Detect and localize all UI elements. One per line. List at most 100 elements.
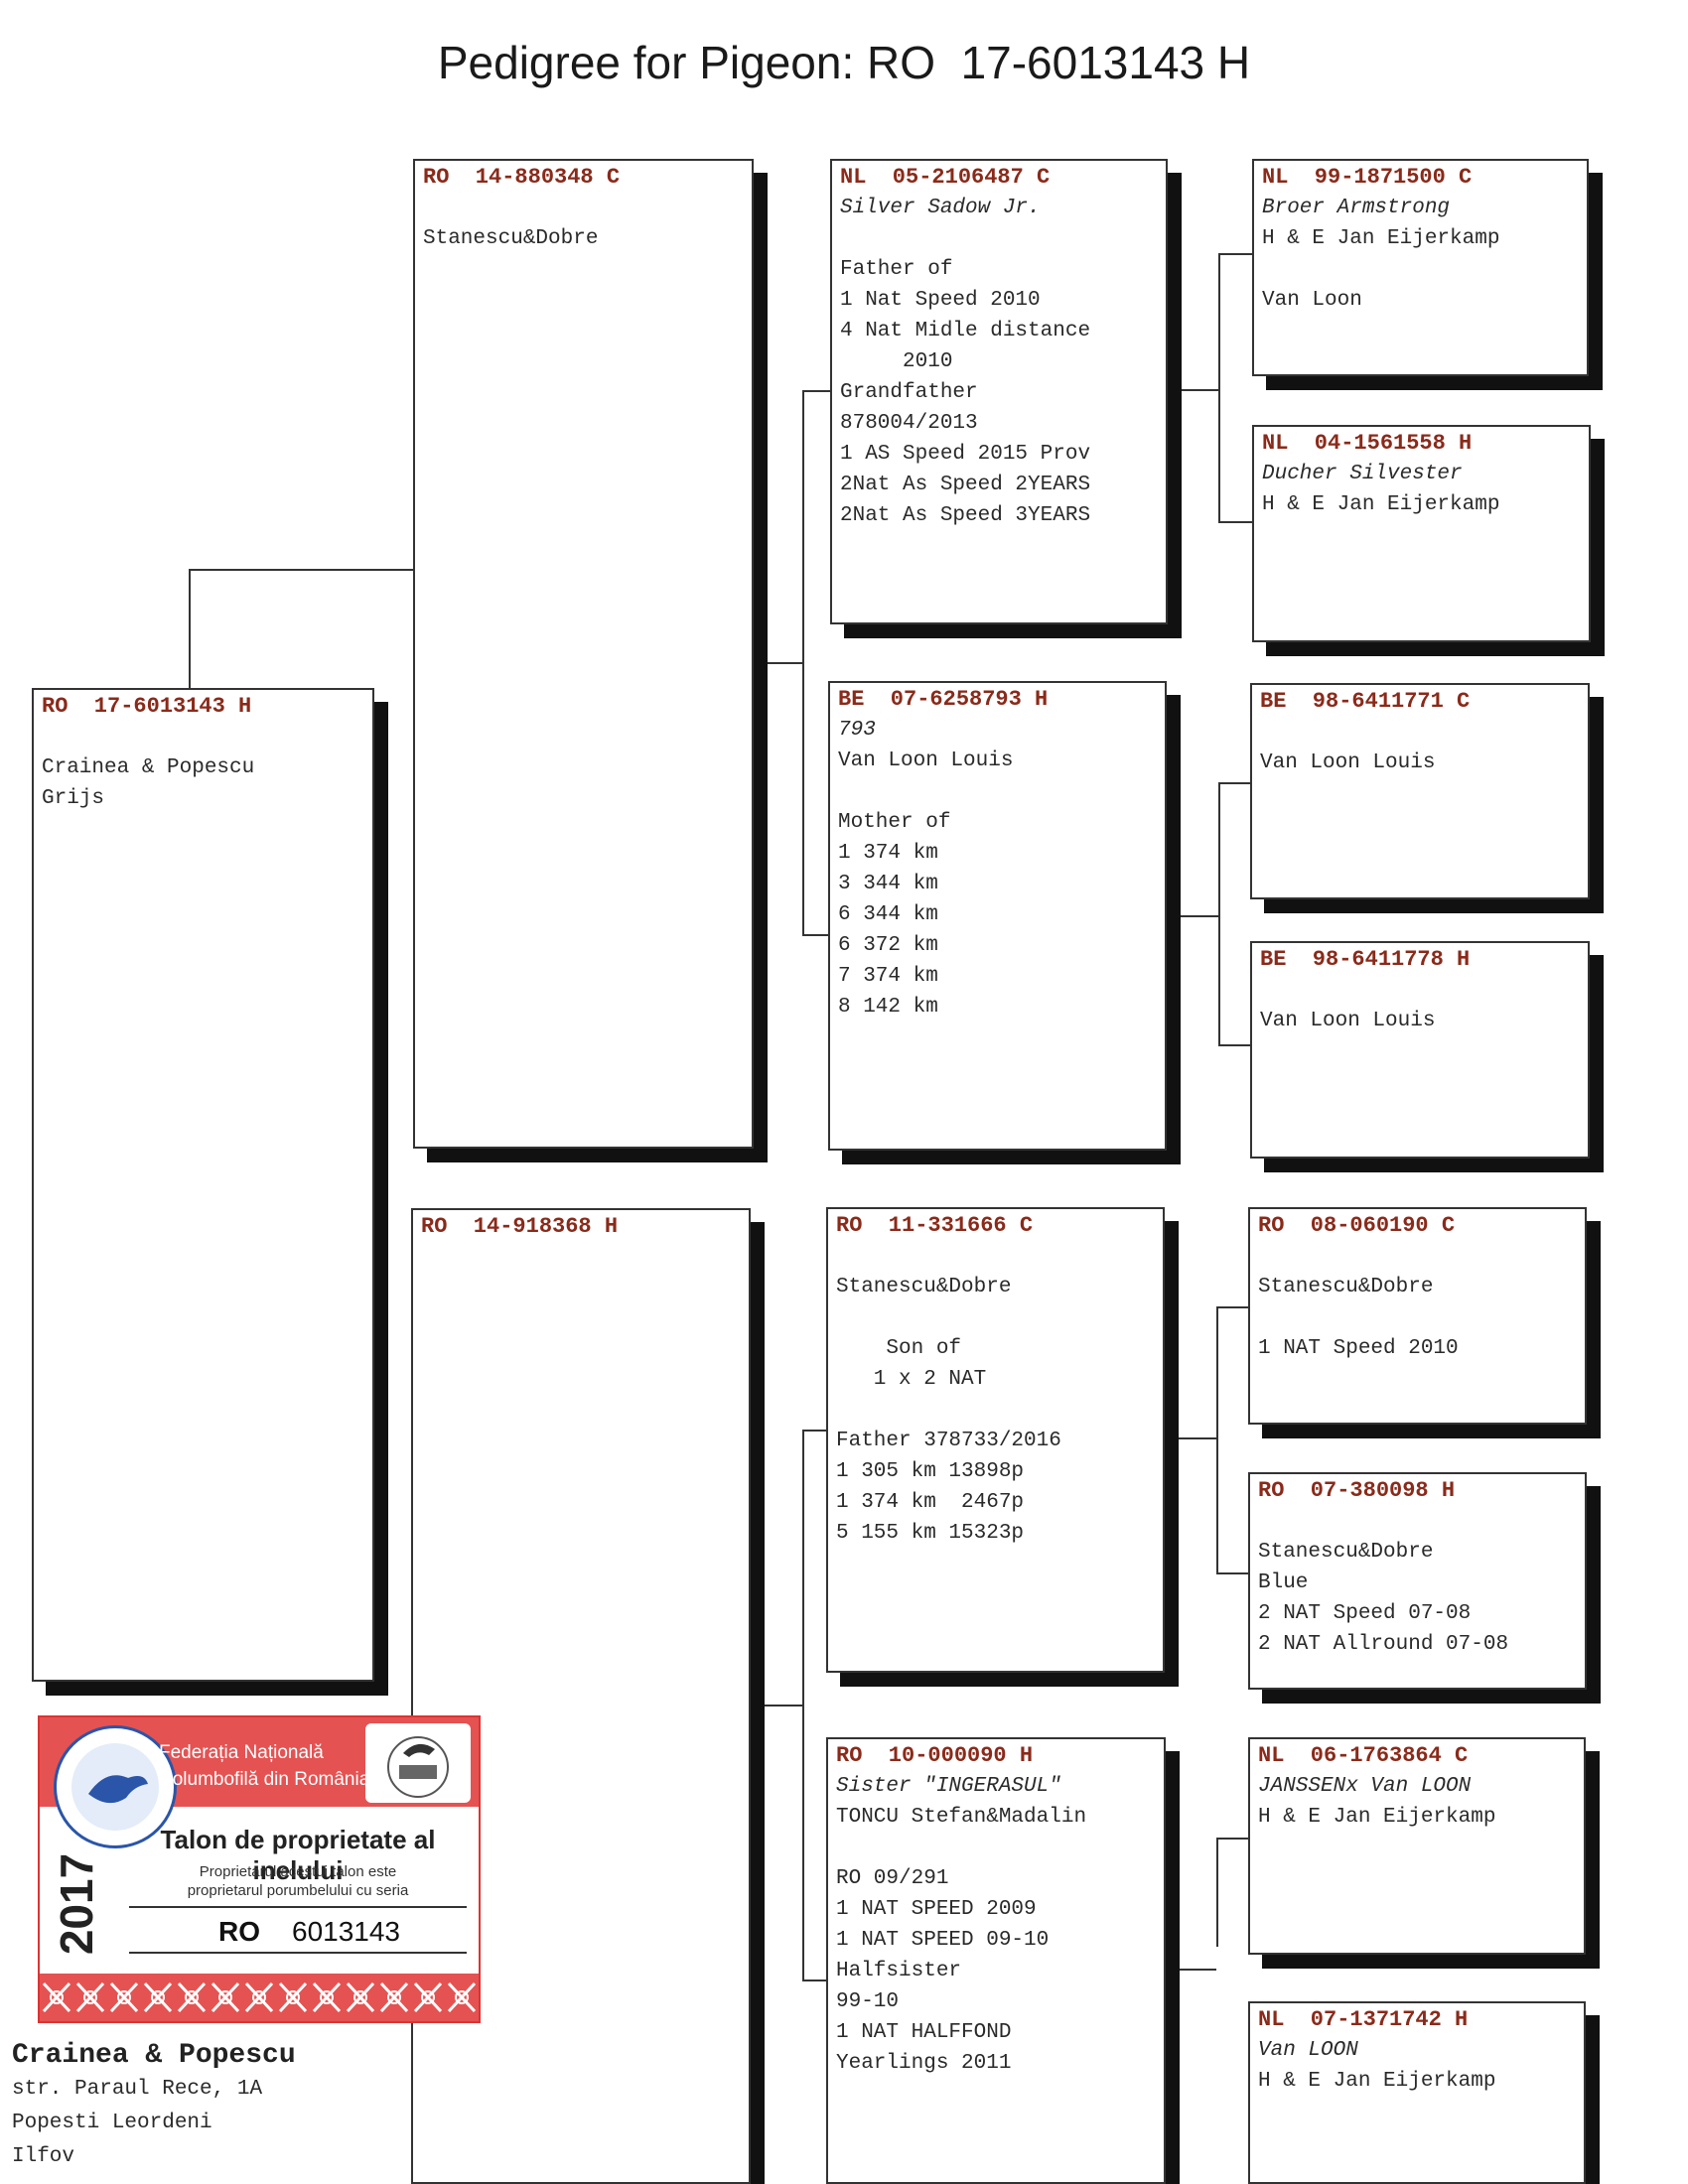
federation-name: Federația Națională Columbofilă din Româ… bbox=[159, 1742, 370, 1790]
detail-line: 1 374 km bbox=[838, 842, 938, 865]
detail-line: Yearlings 2011 bbox=[836, 2052, 1012, 2075]
detail-line: Stanescu&Dobre bbox=[1258, 1276, 1434, 1298]
great-grandparent-ring-number: RO 07-380098 H bbox=[1258, 1478, 1456, 1503]
connector bbox=[802, 390, 804, 936]
detail-line: H & E Jan Eijerkamp bbox=[1258, 2070, 1496, 2093]
connector bbox=[1218, 253, 1252, 255]
owner-address-line: Ilfov bbox=[12, 2145, 75, 2168]
detail-line: 2010 bbox=[840, 350, 953, 373]
detail-line bbox=[1260, 717, 1580, 748]
card-year-label: 2017 bbox=[50, 1837, 103, 1972]
owner-address-line: Popesti Leordeni bbox=[12, 2112, 212, 2134]
detail-line: 1 374 km 2467p bbox=[836, 1491, 1025, 1514]
connector bbox=[802, 1430, 828, 1432]
grandparent-box-mf: RO 11-331666 C Stanescu&Dobre Son of 1 x… bbox=[826, 1207, 1165, 1673]
detail-line: 8 142 km bbox=[838, 996, 938, 1019]
detail-line: 6 372 km bbox=[838, 934, 938, 957]
detail-line bbox=[836, 1241, 1155, 1272]
detail-line: Stanescu&Dobre bbox=[1258, 1541, 1434, 1564]
detail-line: Stanescu&Dobre bbox=[836, 1276, 1012, 1298]
great-grandparent-ring-number: NL 99-1871500 C bbox=[1262, 165, 1473, 190]
connector bbox=[802, 934, 830, 936]
detail-line bbox=[836, 1395, 1155, 1426]
connector bbox=[745, 662, 802, 664]
detail-line: Stanescu&Dobre bbox=[423, 227, 599, 250]
detail-line: 7 374 km bbox=[838, 965, 938, 988]
detail-line: JANSSENx Van LOON bbox=[1258, 1775, 1472, 1798]
detail-line: Mother of bbox=[838, 811, 951, 834]
detail-line: 4 Nat Midle distance bbox=[840, 320, 1091, 342]
great-grandparent-box-fmf: BE 98-6411771 C Van Loon Louis bbox=[1250, 683, 1590, 899]
detail-line: Ducher Silvester bbox=[1262, 463, 1463, 485]
great-grandparent-details: Van Loon Louis bbox=[1260, 717, 1580, 778]
detail-line: Father 378733/2016 bbox=[836, 1430, 1061, 1452]
owner-address-line: str. Paraul Rece, 1A bbox=[12, 2078, 263, 2101]
detail-line: 793 bbox=[838, 719, 876, 742]
great-grandparent-details: Stanescu&Dobre 1 NAT Speed 2010 bbox=[1258, 1241, 1577, 1364]
father-box: RO 14-880348 C Stanescu&Dobre bbox=[413, 159, 754, 1149]
connector bbox=[189, 569, 191, 692]
connector bbox=[1216, 1572, 1248, 1574]
connector bbox=[1165, 1437, 1216, 1439]
detail-line: Van Loon Louis bbox=[838, 750, 1014, 772]
detail-line: 2 NAT Speed 07-08 bbox=[1258, 1602, 1472, 1625]
card-heading: Talon de proprietate al inelului bbox=[160, 1825, 436, 1885]
detail-line: Son of bbox=[836, 1337, 962, 1360]
federation-seal-icon bbox=[54, 1725, 177, 1848]
connector bbox=[1218, 521, 1252, 523]
grandparent-box-ff: NL 05-2106487 C Silver Sadow Jr.Father o… bbox=[830, 159, 1168, 624]
connector bbox=[1218, 782, 1250, 784]
grandparent-ring-number: BE 07-6258793 H bbox=[838, 687, 1049, 712]
connector bbox=[1218, 782, 1220, 1046]
card-year: 2017 bbox=[51, 1852, 102, 1956]
connector bbox=[1218, 253, 1220, 523]
detail-line: 1 Nat Speed 2010 bbox=[840, 289, 1041, 312]
connector bbox=[802, 390, 830, 392]
connector bbox=[1165, 1969, 1216, 1971]
detail-line bbox=[836, 1833, 1156, 1863]
detail-line: Broer Armstrong bbox=[1262, 197, 1451, 219]
detail-line: 2 NAT Allround 07-08 bbox=[1258, 1633, 1509, 1656]
detail-line: 1 NAT SPEED 09-10 bbox=[836, 1929, 1050, 1952]
grandparent-details: Stanescu&Dobre Son of 1 x 2 NAT Father 37… bbox=[836, 1241, 1155, 1549]
detail-line bbox=[423, 193, 744, 223]
great-grandparent-box-fmm: BE 98-6411778 H Van Loon Louis bbox=[1250, 941, 1590, 1159]
connector bbox=[1216, 1306, 1248, 1308]
card-country: RO bbox=[218, 1916, 260, 1947]
detail-line: 5 155 km 15323p bbox=[836, 1522, 1025, 1545]
mother-box: RO 14-918368 H bbox=[411, 1208, 751, 2184]
detail-line bbox=[840, 223, 1158, 254]
detail-line: 1 x 2 NAT bbox=[836, 1368, 987, 1391]
detail-line: 1 NAT Speed 2010 bbox=[1258, 1337, 1459, 1360]
connector bbox=[802, 1979, 828, 1981]
detail-line bbox=[1262, 254, 1579, 285]
connector bbox=[1216, 1838, 1218, 1947]
detail-line: Crainea & Popescu bbox=[42, 756, 255, 779]
detail-line: RO 09/291 bbox=[836, 1867, 949, 1890]
great-grandparent-ring-number: NL 07-1371742 H bbox=[1258, 2007, 1469, 2032]
detail-line: Blue bbox=[1258, 1571, 1309, 1594]
detail-line: 1 NAT SPEED 2009 bbox=[836, 1898, 1037, 1921]
great-grandparent-ring-number: RO 08-060190 C bbox=[1258, 1213, 1456, 1238]
detail-line bbox=[838, 776, 1157, 807]
detail-line: Father of bbox=[840, 258, 953, 281]
subject-ring-number: RO 17-6013143 H bbox=[42, 694, 252, 719]
detail-line: Halfsister bbox=[836, 1960, 962, 1982]
great-grandparent-box-mff: RO 08-060190 C Stanescu&Dobre 1 NAT Speed… bbox=[1248, 1207, 1587, 1425]
detail-line: Van Loon Louis bbox=[1260, 751, 1436, 774]
grandparent-box-mm: RO 10-000090 H Sister "INGERASUL"TONCU S… bbox=[826, 1737, 1166, 2184]
